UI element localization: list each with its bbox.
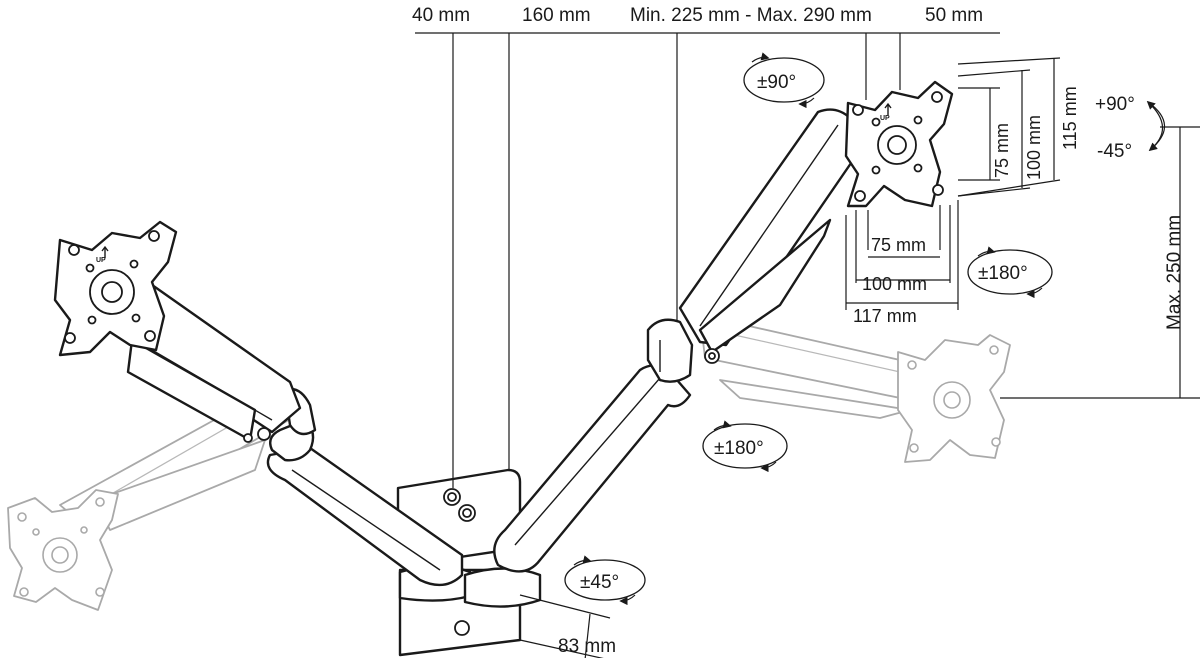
rotation-45-label: ±45° [580, 572, 619, 593]
right-arm [493, 108, 862, 573]
up-marking-left: UP [96, 257, 106, 264]
dim-40mm: 40 mm [412, 5, 470, 26]
left-arm [126, 278, 464, 587]
tilt-plus-label: +90° [1095, 94, 1135, 115]
dim-max-height: Max. 250 mm [1164, 215, 1185, 330]
depth-dimension [519, 594, 611, 658]
wall-mount [396, 468, 542, 657]
height-dimension [1000, 126, 1200, 399]
rotation-180-center: ±180° [702, 420, 788, 473]
dim-range: Min. 225 mm - Max. 290 mm [630, 5, 872, 26]
dim-plate-117-w: 117 mm [853, 306, 917, 326]
top-dimensions [415, 32, 1000, 488]
dim-plate-115-h: 115 mm [1060, 86, 1080, 150]
ghost-left-plate [7, 489, 119, 611]
rotation-180-center-label: ±180° [714, 438, 764, 459]
rotation-45: ±45° [564, 555, 646, 606]
dim-83mm: 83 mm [558, 636, 616, 657]
plate-dimensions [845, 57, 1061, 310]
dim-160mm: 160 mm [522, 5, 591, 26]
dim-plate-75-h: 75 mm [992, 123, 1012, 178]
dim-plate-75-w: 75 mm [871, 235, 926, 255]
rotation-180-right-label: ±180° [978, 263, 1028, 284]
rotation-90-label: ±90° [757, 72, 796, 93]
rotation-180-right: ±180° [967, 246, 1053, 299]
right-vesa-plate: UP [844, 80, 954, 208]
ghost-right-position [699, 314, 1011, 463]
tilt-indicator: +90° -45° [1095, 94, 1166, 162]
left-vesa-plate: UP [53, 220, 178, 357]
tilt-minus-label: -45° [1097, 141, 1132, 162]
dim-plate-100-w: 100 mm [862, 274, 927, 294]
rotation-90: ±90° [743, 52, 825, 109]
ghost-right-plate [897, 334, 1011, 463]
dim-50mm: 50 mm [925, 5, 983, 26]
dim-plate-100-h: 100 mm [1024, 115, 1044, 180]
up-marking-right: UP [880, 115, 890, 122]
